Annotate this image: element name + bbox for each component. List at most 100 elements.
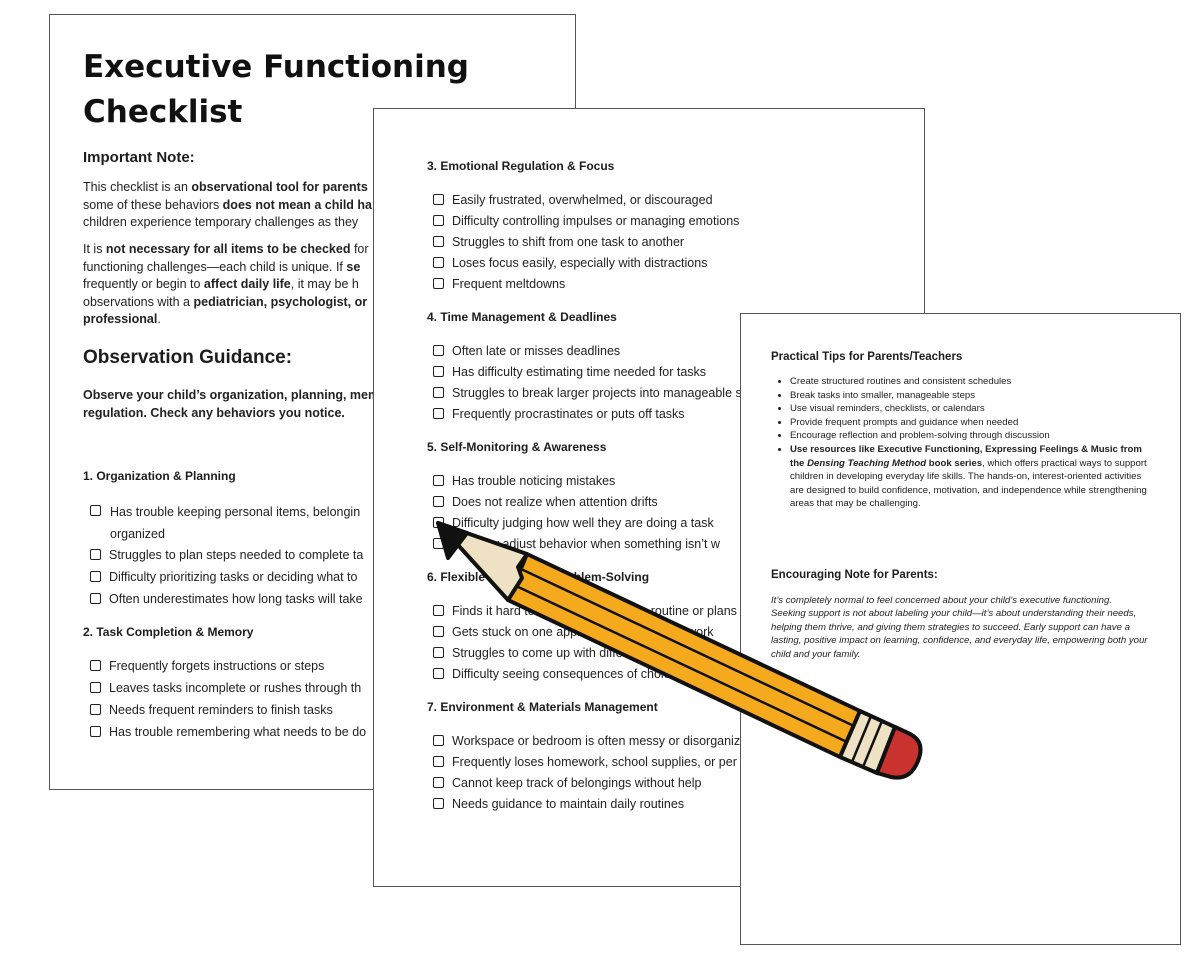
tip-resources-text: , which offers practical ways to support… <box>790 457 1147 510</box>
para1-text-3: children experience temporary challenges… <box>83 215 359 229</box>
tips-heading: Practical Tips for Parents/Teachers <box>771 351 963 363</box>
checkbox-icon[interactable] <box>433 278 444 289</box>
encouraging-heading: Encouraging Note for Parents: <box>771 569 938 581</box>
checklist-page-2: 3. Emotional Regulation & Focus Easily f… <box>373 108 925 887</box>
checklist-item[interactable]: Has difficulty estimating time needed fo… <box>433 364 706 380</box>
section-1-title: 1. Organization & Planning <box>83 469 236 483</box>
checklist-item-label: Has trouble noticing mistakes <box>452 474 616 488</box>
section-2-title: 2. Task Completion & Memory <box>83 625 254 639</box>
checkbox-icon[interactable] <box>433 366 444 377</box>
checkbox-icon[interactable] <box>433 798 444 809</box>
para2-text-4: frequently or begin to <box>83 277 204 291</box>
checklist-item-label: Frequently procrastinates or puts off ta… <box>452 407 685 421</box>
checklist-item-label: Frequently forgets instructions or steps <box>109 659 325 673</box>
checkbox-icon[interactable] <box>90 505 101 516</box>
checklist-item[interactable]: Often late or misses deadlines <box>433 343 620 359</box>
encouraging-text: It’s completely normal to feel concerned… <box>771 595 1148 660</box>
checklist-item[interactable]: Has trouble noticing mistakes <box>433 473 615 489</box>
checklist-item[interactable]: Has trouble remembering what needs to be… <box>90 724 366 740</box>
checklist-item-label: Workspace or bedroom is often messy or d… <box>452 734 741 748</box>
checklist-item[interactable]: Has trouble keeping personal items, belo… <box>90 502 380 545</box>
checklist-item[interactable]: Leaves tasks incomplete or rushes throug… <box>90 680 361 696</box>
tip-item-resources: Use resources like Executive Functioning… <box>790 443 1151 511</box>
checkbox-icon[interactable] <box>433 756 444 767</box>
checklist-item[interactable]: Frequently loses homework, school suppli… <box>433 754 737 770</box>
checkbox-icon[interactable] <box>433 215 444 226</box>
checklist-item[interactable]: Struggles to shift from one task to anot… <box>433 234 684 250</box>
checkbox-icon[interactable] <box>433 475 444 486</box>
checkbox-icon[interactable] <box>90 682 101 693</box>
title-line-1: Executive Functioning <box>83 49 469 85</box>
tips-list: Create structured routines and consisten… <box>771 375 1151 511</box>
checklist-item[interactable]: Frequent meltdowns <box>433 276 565 292</box>
checklist-item-label: Does not realize when attention drifts <box>452 495 658 509</box>
checkbox-icon[interactable] <box>433 496 444 507</box>
checklist-item[interactable]: Difficulty controlling impulses or manag… <box>433 213 739 229</box>
para2-text-1: It is <box>83 242 106 256</box>
para2-text-5: , it may be h <box>290 277 359 291</box>
checkbox-icon[interactable] <box>433 345 444 356</box>
checkbox-icon[interactable] <box>433 777 444 788</box>
checkbox-icon[interactable] <box>433 194 444 205</box>
checklist-item[interactable]: Needs frequent reminders to finish tasks <box>90 702 333 718</box>
checklist-item[interactable]: Struggles to break larger projects into … <box>433 385 742 401</box>
checkbox-icon[interactable] <box>433 257 444 268</box>
checklist-item-label: Easily frustrated, overwhelmed, or disco… <box>452 193 713 207</box>
tip-item: Use visual reminders, checklists, or cal… <box>790 402 1151 416</box>
checklist-item[interactable]: Often underestimates how long tasks will… <box>90 591 363 607</box>
tip-item: Break tasks into smaller, manageable ste… <box>790 389 1151 403</box>
checklist-item[interactable]: Workspace or bedroom is often messy or d… <box>433 733 740 749</box>
checkbox-icon[interactable] <box>433 605 444 616</box>
checklist-item-label: Leaves tasks incomplete or rushes throug… <box>109 681 362 695</box>
checklist-item[interactable]: Does not realize when attention drifts <box>433 494 658 510</box>
checklist-item[interactable]: Difficulty prioritizing tasks or decidin… <box>90 569 358 585</box>
section-4-title: 4. Time Management & Deadlines <box>427 310 617 324</box>
checklist-item[interactable]: Cannot keep track of belongings without … <box>433 775 701 791</box>
para2-bold-1: not necessary for all items to be checke… <box>105 242 351 256</box>
checklist-item[interactable]: Struggles to plan steps needed to comple… <box>90 547 363 563</box>
para1-bold-2: does not mean a child ha <box>222 197 373 212</box>
checkbox-icon[interactable] <box>433 408 444 419</box>
checkbox-icon[interactable] <box>90 549 101 560</box>
important-note-paragraph-2: It is not necessary for all items to be … <box>83 241 575 329</box>
checklist-item-label: Struggles to shift from one task to anot… <box>452 235 685 249</box>
pencil-stripe <box>513 583 848 744</box>
pencil-illustration <box>436 521 923 780</box>
title-line-2: Checklist <box>83 94 243 130</box>
checkbox-icon[interactable] <box>90 660 101 671</box>
checklist-item-label: Often underestimates how long tasks will… <box>109 592 363 606</box>
checklist-item-label: Cannot keep track of belongings without … <box>452 776 702 790</box>
checklist-item-label: Difficulty seeing consequences of choice… <box>452 667 684 681</box>
checklist-item-label: Needs frequent reminders to finish tasks <box>109 703 333 717</box>
section-5-title: 5. Self-Monitoring & Awareness <box>427 440 607 454</box>
checklist-item-label: Needs guidance to maintain daily routine… <box>452 797 685 811</box>
checklist-item-label: Difficulty judging how well they are doi… <box>452 516 714 530</box>
guidance-line-1: Observe your child’s organization, plann… <box>83 388 380 402</box>
observation-guidance-text: Observe your child’s organization, plann… <box>83 387 379 422</box>
checkbox-icon[interactable] <box>433 626 444 637</box>
checklist-item[interactable]: Difficulty seeing consequences of choice… <box>433 666 683 682</box>
checklist-item-label: Has difficulty estimating time needed fo… <box>452 365 707 379</box>
checkbox-icon[interactable] <box>433 387 444 398</box>
checklist-item[interactable]: Frequently forgets instructions or steps <box>90 658 324 674</box>
checkbox-icon[interactable] <box>433 668 444 679</box>
checkbox-icon[interactable] <box>90 704 101 715</box>
checklist-item-label: Frequently loses homework, school suppli… <box>452 755 737 769</box>
checklist-item-label: Difficulty prioritizing tasks or decidin… <box>109 570 358 584</box>
checkbox-icon[interactable] <box>433 647 444 658</box>
tip-item: Encourage reflection and problem-solving… <box>790 429 1151 443</box>
para2-bold-4: pediatrician, psychologist, or <box>193 294 368 309</box>
checklist-item[interactable]: Loses focus easily, especially with dist… <box>433 255 707 271</box>
checkbox-icon[interactable] <box>90 571 101 582</box>
checklist-item[interactable]: Easily frustrated, overwhelmed, or disco… <box>433 192 713 208</box>
checklist-item[interactable]: Needs guidance to maintain daily routine… <box>433 796 684 812</box>
tip-item: Create structured routines and consisten… <box>790 375 1151 389</box>
checkbox-icon[interactable] <box>433 735 444 746</box>
ferrule-band <box>850 715 873 763</box>
checkbox-icon[interactable] <box>433 236 444 247</box>
checkbox-icon[interactable] <box>90 726 101 737</box>
tip-item: Provide frequent prompts and guidance wh… <box>790 416 1151 430</box>
para2-bold-5: professional <box>83 312 158 326</box>
checklist-item[interactable]: Frequently procrastinates or puts off ta… <box>433 406 685 422</box>
checkbox-icon[interactable] <box>90 593 101 604</box>
